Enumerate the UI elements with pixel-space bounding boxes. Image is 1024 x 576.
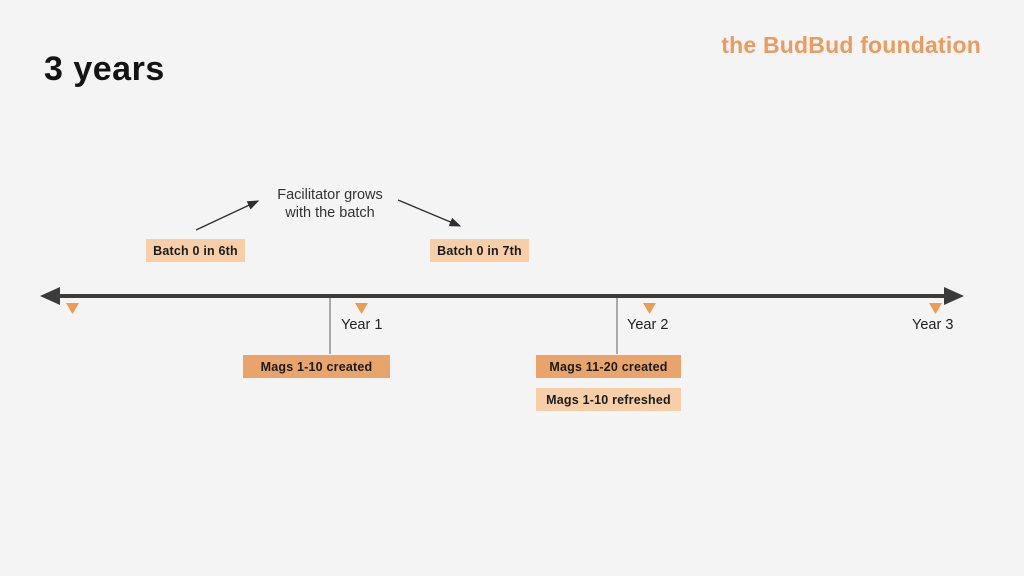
brand-title: the BudBud foundation [721, 32, 981, 58]
annotation-line-1: Facilitator grows [277, 187, 383, 203]
timeline-right-arrow-icon [944, 287, 964, 305]
timeline-marker-year-1-icon [355, 303, 368, 314]
year-3-label: Year 3 [912, 317, 954, 333]
timeline-marker-year-3-icon [929, 303, 942, 314]
timeline-left-arrow-icon [40, 287, 60, 305]
mags-1-10-created-label: Mags 1-10 created [243, 355, 390, 378]
year-2-label: Year 2 [627, 317, 669, 333]
timeline-marker-year-2-icon [643, 303, 656, 314]
batch-0-7th-label: Batch 0 in 7th [430, 239, 529, 262]
mags-1-10-refreshed-label: Mags 1-10 refreshed [536, 388, 681, 411]
timeline-marker-start-icon [66, 303, 79, 314]
annotation-facilitator: Facilitator grows with the batch [230, 186, 430, 222]
batch-0-6th-label: Batch 0 in 6th [146, 239, 245, 262]
annotation-line-2: with the batch [285, 205, 375, 221]
mags-11-20-created-label: Mags 11-20 created [536, 355, 681, 378]
page-title: 3 years [44, 50, 165, 88]
year-1-label: Year 1 [341, 317, 383, 333]
